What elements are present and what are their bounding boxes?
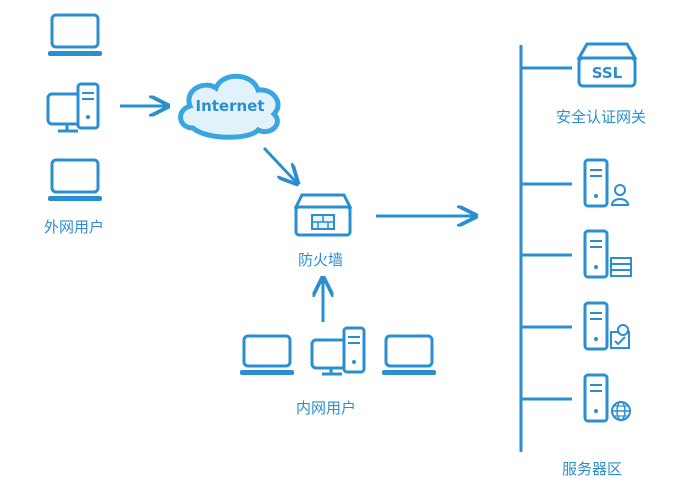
- external-laptop-top-icon: [48, 13, 102, 56]
- firewall-icon: [293, 193, 353, 237]
- external-users-label: 外网用户: [44, 218, 105, 236]
- internal-laptop-right-icon: [382, 334, 436, 375]
- ssl-badge-label: SSL: [592, 64, 623, 82]
- server-globe-icon: [583, 373, 631, 423]
- external-desktop-icon: [46, 82, 100, 133]
- arrow-internet-to-firewall: [262, 146, 296, 182]
- server-storage-icon: [583, 229, 632, 279]
- firewall-label: 防火墙: [298, 251, 344, 269]
- server-zone-label: 服务器区: [562, 460, 623, 478]
- internet-cloud-icon: Internet: [178, 73, 281, 140]
- server-certificate-icon: [583, 301, 630, 351]
- internal-laptop-left-icon: [240, 334, 294, 375]
- ssl-gateway-label: 安全认证网关: [556, 108, 647, 126]
- external-laptop-bottom-icon: [48, 158, 102, 201]
- ssl-gateway-icon: SSL: [576, 42, 638, 88]
- internet-label: Internet: [195, 97, 264, 115]
- internal-desktop-icon: [310, 326, 366, 376]
- server-user-icon: [583, 158, 630, 208]
- internal-users-label: 内网用户: [296, 399, 357, 417]
